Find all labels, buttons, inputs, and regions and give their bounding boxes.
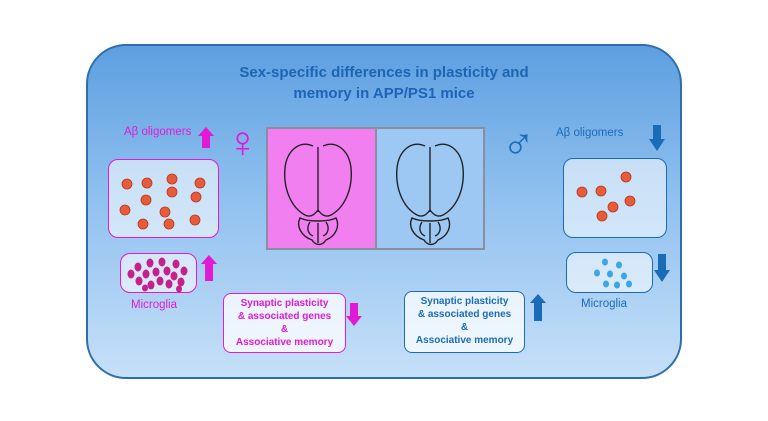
female-outcome-line2: & associated genes (237, 311, 332, 322)
male-symbol: ♂ (502, 120, 535, 169)
male-outcome-line3: & (460, 322, 469, 333)
male-outcome-box: Synaptic plasticity & associated genes &… (404, 291, 525, 353)
male-outcome-line1: Synaptic plasticity (420, 296, 509, 307)
male-microglia-label: Microglia (581, 298, 628, 310)
female-microglia-cells (127, 257, 188, 293)
female-outcome-line1: Synaptic plasticity (240, 298, 329, 309)
female-outcome-line3: & (280, 324, 289, 335)
male-outcome-line2: & associated genes (417, 309, 512, 320)
female-oligomers-label: Aβ oligomers (124, 126, 192, 138)
figure-title-line2: memory in APP/PS1 mice (293, 85, 475, 102)
male-oligomers-box (563, 158, 667, 238)
male-oligomer-particles (576, 171, 636, 222)
male-microglia-box (566, 252, 653, 293)
male-outcome-line4: Associative memory (415, 335, 514, 346)
female-microglia-box (120, 253, 197, 293)
female-outcome-box: Synaptic plasticity & associated genes &… (223, 293, 346, 353)
female-symbol: ♀ (226, 118, 259, 167)
male-microglia-cells (594, 258, 632, 289)
female-microglia-label: Microglia (131, 299, 178, 311)
female-oligomers-box (108, 159, 219, 238)
female-brain-panel (266, 127, 375, 250)
female-outcome-line4: Associative memory (235, 337, 334, 348)
female-oligomer-particles (119, 173, 206, 230)
figure-title-line1: Sex-specific differences in plasticity a… (239, 64, 529, 81)
male-oligomers-label: Aβ oligomers (556, 127, 624, 139)
